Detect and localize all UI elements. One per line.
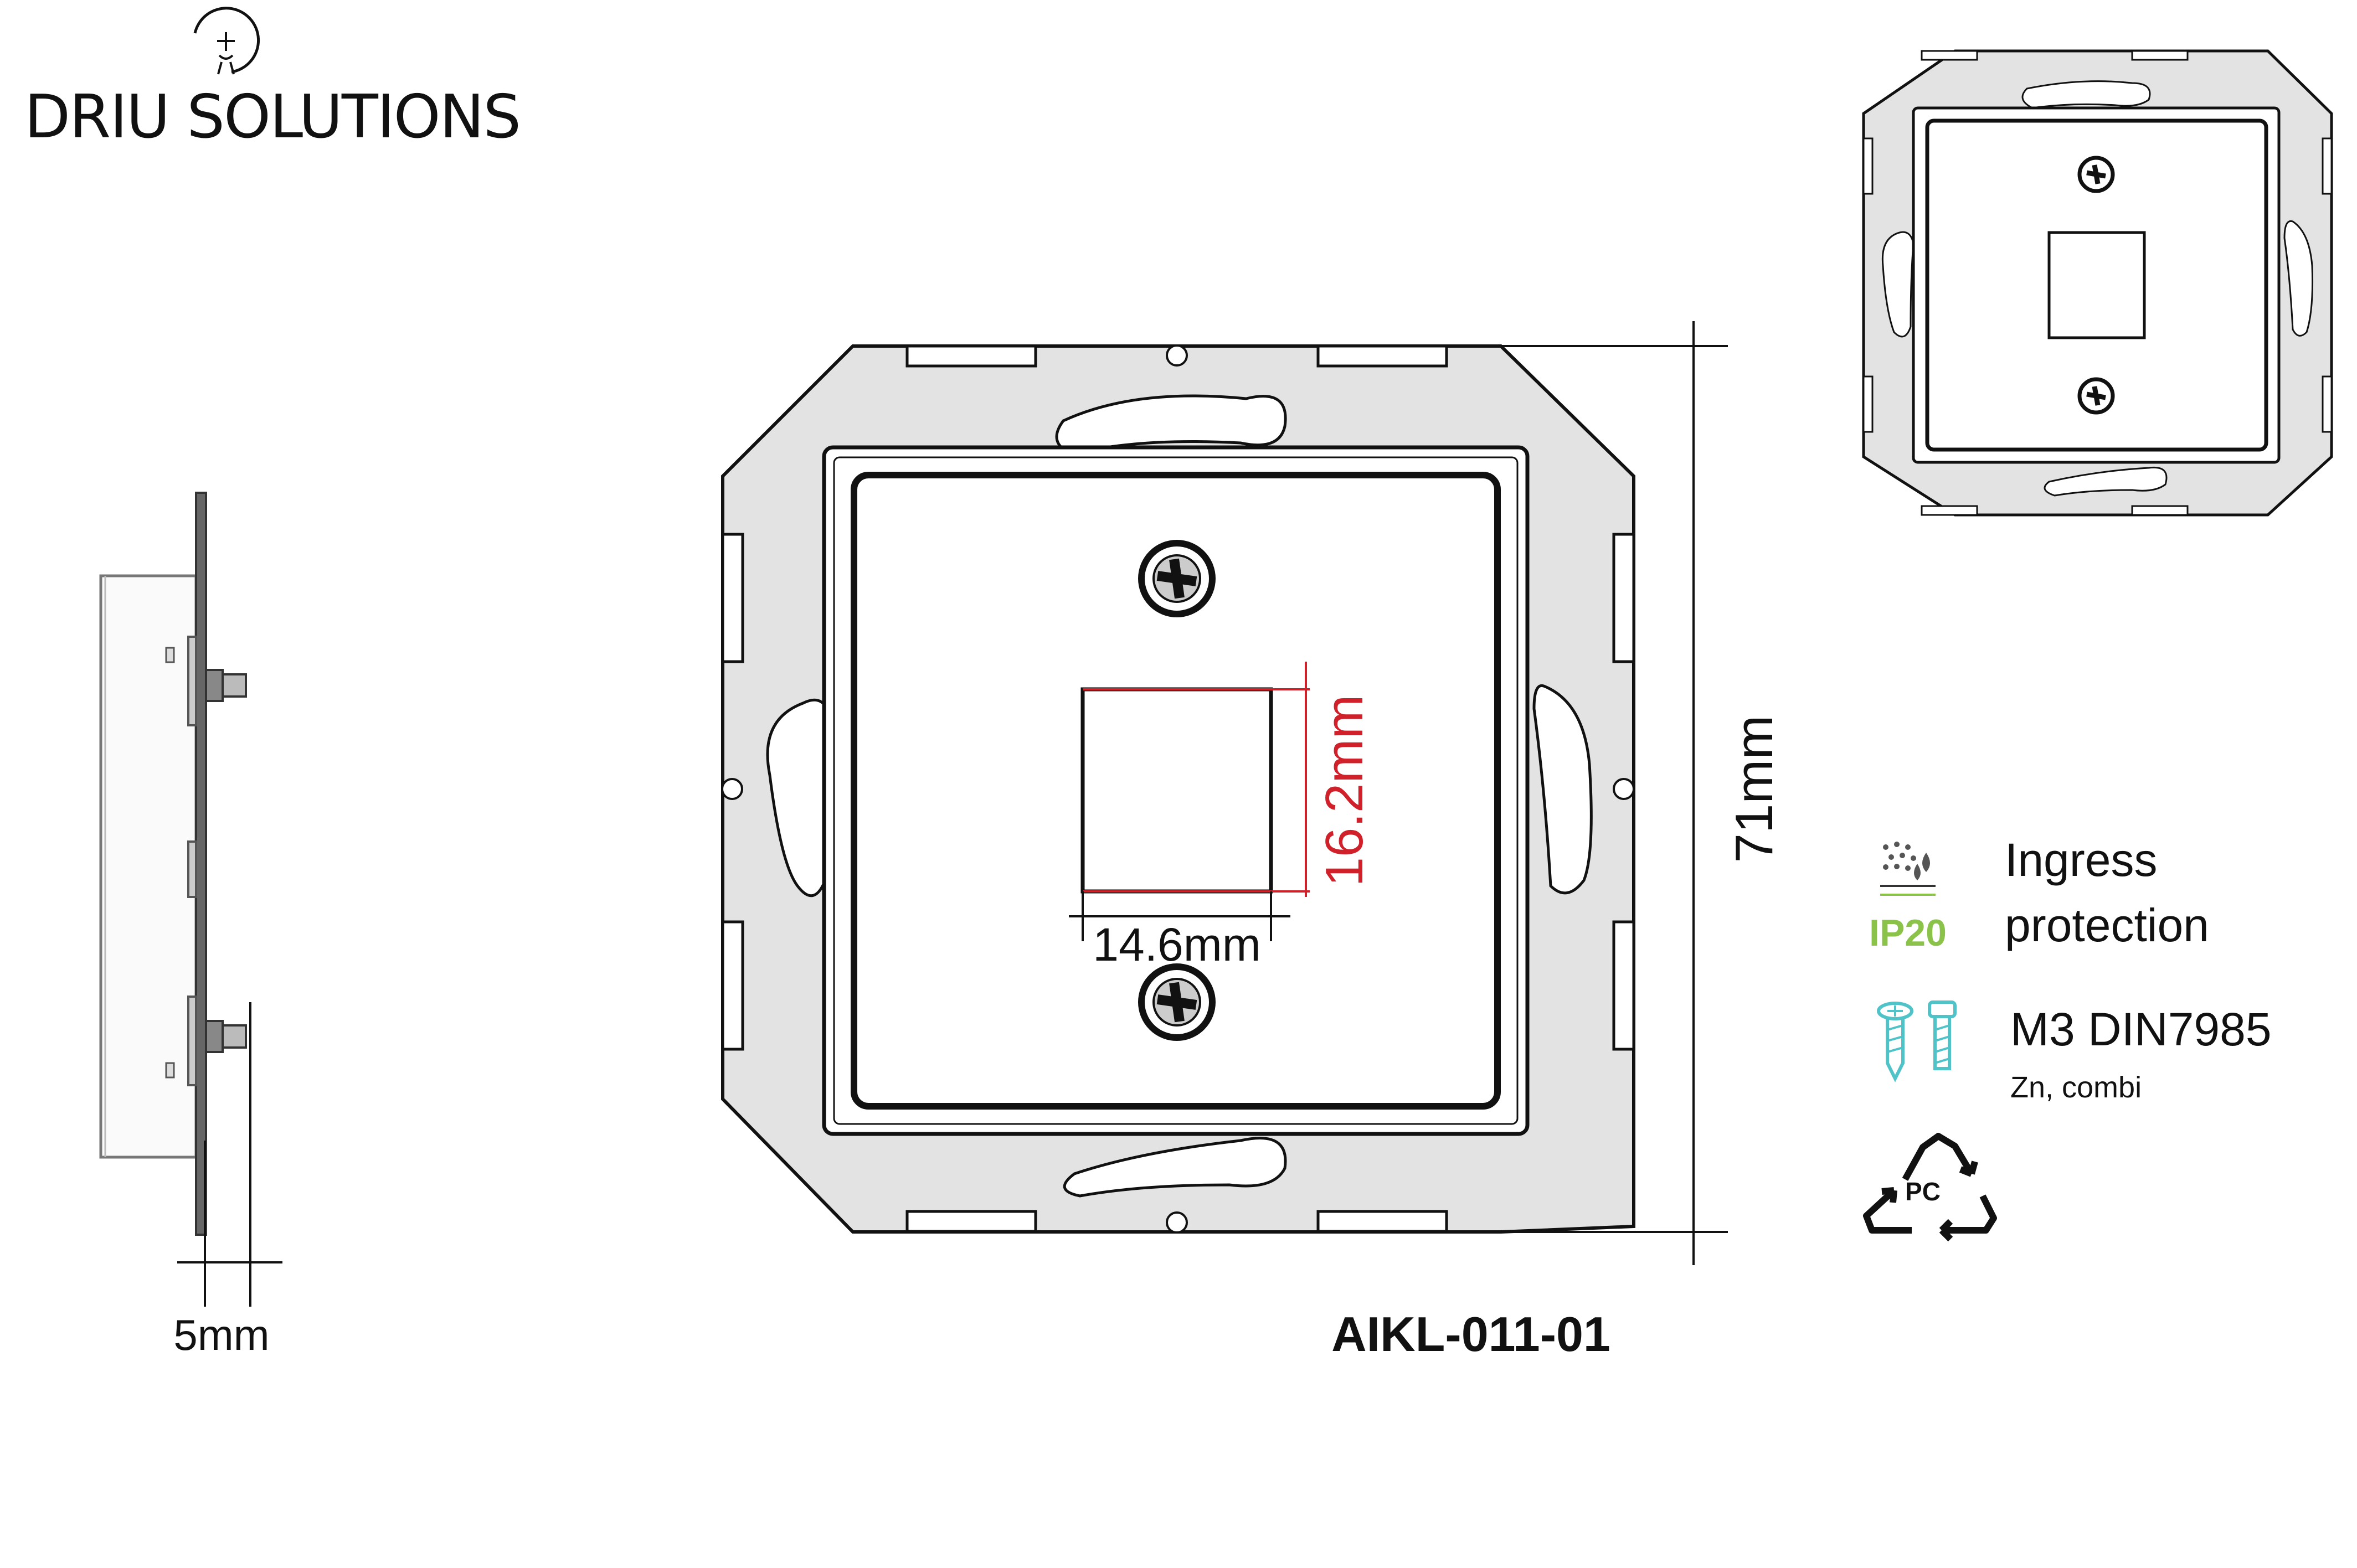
front-view xyxy=(721,344,1635,1234)
side-view xyxy=(99,492,282,1307)
ingress-label-line1: Ingress xyxy=(2005,834,2157,886)
opening-height-label: 16.2mm xyxy=(1315,695,1374,887)
screw-icon xyxy=(1877,1000,1957,1082)
material-code: PC xyxy=(1905,1177,1941,1206)
side-depth-label: 5mm xyxy=(173,1311,269,1359)
ingress-label-line2: protection xyxy=(2005,899,2209,951)
cover-screw-top xyxy=(1138,540,1216,617)
opening-width-label: 14.6mm xyxy=(1093,919,1260,971)
bulb-icon xyxy=(193,7,260,75)
overall-height-label: 71mm xyxy=(1725,715,1784,863)
ip-rating: IP20 xyxy=(1869,912,1947,954)
thumbnail-view xyxy=(1862,49,2333,517)
brand-name: DRIU SOLUTIONS xyxy=(24,82,520,152)
recycle-icon xyxy=(1863,1133,1997,1242)
side-body xyxy=(99,574,198,1159)
product-code: AIKL-011-01 xyxy=(1331,1307,1610,1361)
cover-screw-bottom xyxy=(1138,963,1216,1041)
thumb-screw-bottom xyxy=(2077,377,2115,415)
side-frame-plate xyxy=(195,492,207,1236)
thumb-keystone-opening xyxy=(2047,231,2146,339)
overall-height-dimension xyxy=(1501,321,1728,1265)
thumb-screw-top xyxy=(2077,156,2115,193)
screw-sublabel: Zn, combi xyxy=(2010,1071,2142,1104)
screw-label: M3 DIN7985 xyxy=(2010,1003,2272,1055)
keystone-opening xyxy=(1080,687,1273,894)
side-screw-bottom xyxy=(205,1020,247,1053)
side-screw-top xyxy=(205,669,247,702)
ingress-protection-icon xyxy=(1880,842,1936,896)
brand-logo: DRIU SOLUTIONS xyxy=(24,7,521,152)
